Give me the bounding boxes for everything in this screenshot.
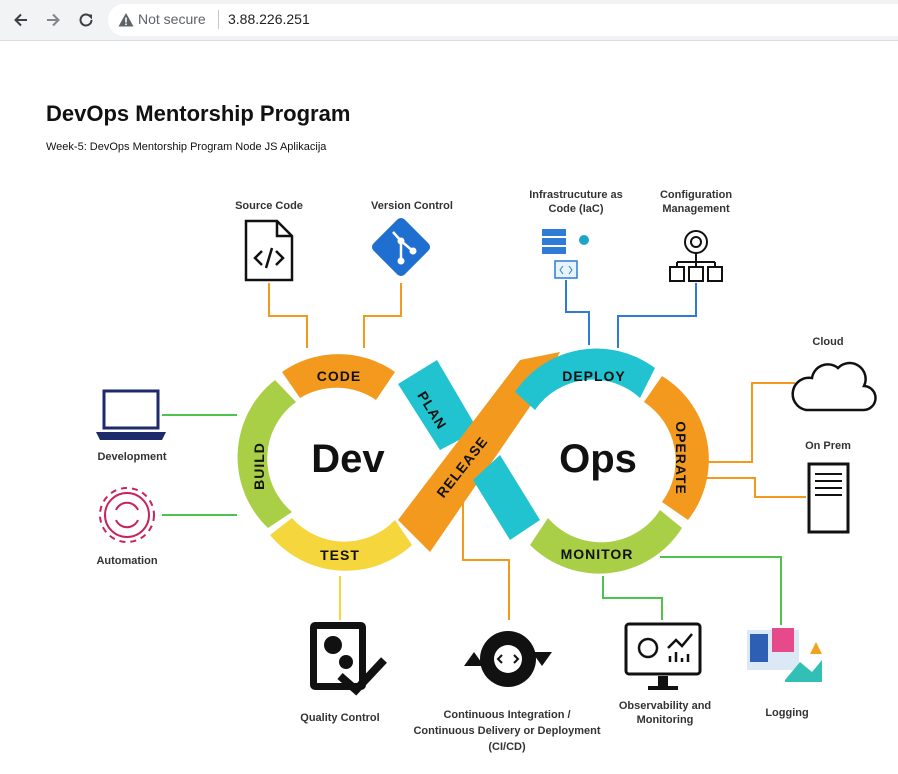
- segment-release: [398, 352, 560, 552]
- address-bar[interactable]: [108, 4, 898, 36]
- gear-code-icon: [464, 631, 552, 687]
- segment-monitor: [530, 510, 682, 574]
- security-status[interactable]: Not secure: [138, 11, 206, 27]
- development-label: Development: [97, 451, 167, 463]
- iac-label-line1: Infrastrucuture as: [529, 189, 623, 201]
- deploy-label: DEPLOY: [562, 368, 626, 384]
- config-label-line2: Management: [662, 203, 730, 215]
- back-arrow-icon[interactable]: [9, 8, 33, 32]
- cicd-label-line2: Continuous Delivery or Deployment: [413, 725, 601, 737]
- git-icon: [371, 217, 431, 277]
- iac-label-line2: Code (IaC): [548, 203, 604, 215]
- gear-network-icon: [669, 230, 723, 282]
- warning-icon[interactable]: [118, 12, 134, 28]
- cicd-label-line3: (CI/CD): [488, 741, 526, 753]
- config-label-line1: Configuration: [659, 189, 733, 201]
- page-subtitle: Week-5: DevOps Mentorship Program Node J…: [46, 141, 327, 153]
- code-label: CODE: [317, 368, 361, 384]
- page-title: DevOps Mentorship Program: [46, 101, 351, 126]
- automation-label: Automation: [96, 555, 158, 567]
- connector-lines: [162, 280, 806, 625]
- forward-arrow-icon[interactable]: [41, 8, 65, 32]
- segment-ops-teal: [473, 455, 540, 540]
- version-control-label: Version Control: [371, 200, 453, 212]
- ops-heading: Ops: [559, 437, 637, 481]
- quality-control-label: Quality Control: [300, 712, 380, 724]
- document-code-icon: [244, 219, 294, 282]
- operate-label: OPERATE: [673, 421, 689, 495]
- monitor-label: MONITOR: [561, 546, 634, 562]
- on-prem-label: On Prem: [805, 440, 851, 452]
- server-code-icon: [542, 229, 589, 279]
- segment-operate: [644, 376, 709, 520]
- logging-label: Logging: [765, 707, 809, 719]
- url-text[interactable]: 3.88.226.251: [228, 11, 310, 27]
- gear-cycle-icon: [99, 487, 155, 543]
- server-tower-icon: [807, 462, 850, 534]
- laptop-icon: [96, 389, 166, 440]
- logging-dashboard-icon: [747, 628, 822, 682]
- cloud-icon: [791, 361, 877, 412]
- segment-deploy: [515, 348, 655, 410]
- observability-label-line2: Monitoring: [636, 714, 694, 726]
- gear-check-icon: [310, 622, 387, 696]
- dev-heading: Dev: [311, 437, 385, 481]
- segment-code: [282, 354, 395, 400]
- reload-icon[interactable]: [74, 8, 98, 32]
- omnibox-divider: [218, 10, 219, 29]
- segment-plan: [398, 360, 478, 450]
- observability-label: Observability and Monitoring: [610, 699, 720, 727]
- build-label: BUILD: [251, 442, 267, 490]
- config-management-label: Configuration Management: [641, 188, 751, 216]
- segment-build: [237, 380, 296, 528]
- browser-toolbar: Not secure 3.88.226.251: [0, 0, 898, 41]
- cicd-label-line1: Continuous Integration /: [443, 709, 571, 721]
- cloud-label: Cloud: [812, 336, 844, 348]
- segment-test: [270, 518, 412, 571]
- monitor-chart-icon: [624, 622, 702, 690]
- observability-label-line1: Observability and: [618, 700, 712, 712]
- iac-label: Infrastrucuture as Code (IaC): [514, 188, 638, 216]
- dev-loop: [237, 354, 478, 571]
- source-code-label: Source Code: [235, 200, 303, 212]
- ops-loop: [473, 348, 709, 574]
- test-label: TEST: [320, 547, 360, 563]
- cicd-label: Continuous Integration / Continuous Deli…: [402, 708, 612, 754]
